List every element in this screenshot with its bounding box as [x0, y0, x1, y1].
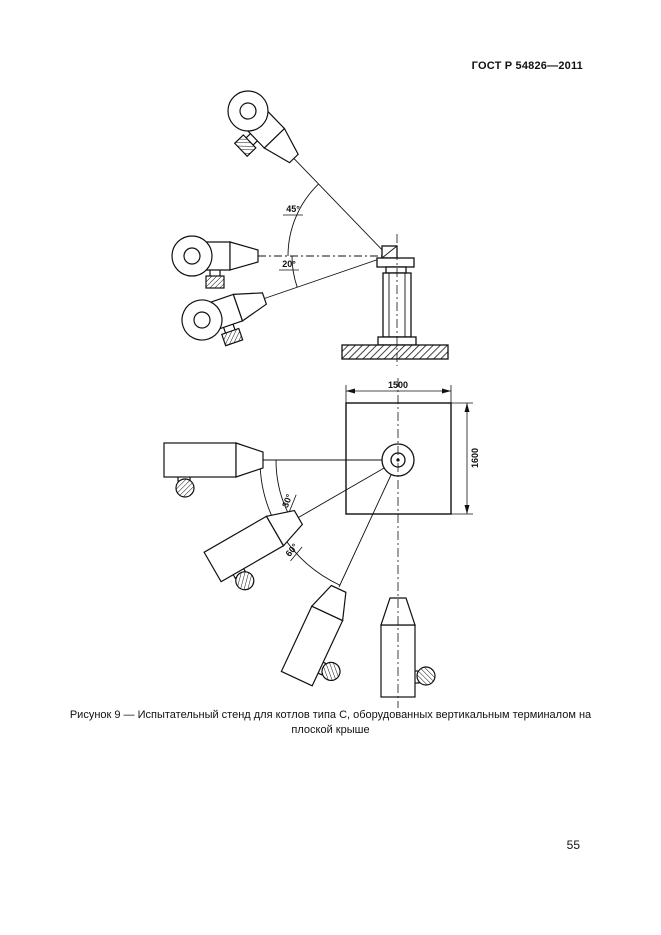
- svg-text:30°: 30°: [280, 492, 295, 509]
- fan-elevation-20deg: [175, 279, 276, 358]
- svg-text:20°: 20°: [282, 259, 296, 269]
- fan-plan-60deg: [280, 581, 373, 695]
- fan-elevation-45deg: [210, 82, 309, 182]
- fan-plan-90deg: [380, 597, 436, 698]
- plan-aim-line-60deg: [338, 474, 392, 588]
- elevation-view: 45° 20°: [171, 82, 449, 366]
- angle-label-45: 45°: [283, 204, 303, 216]
- svg-text:1600: 1600: [470, 448, 480, 468]
- angle-label-30: 30°: [280, 492, 297, 512]
- standard-number-header: ГОСТ Р 54826—2011: [471, 60, 583, 72]
- figure-caption: Рисунок 9 — Испытательный стенд для котл…: [69, 709, 592, 737]
- roof-outline-square: [345, 402, 452, 515]
- plan-view: 1500 1600 30°: [163, 378, 480, 708]
- fan-plan-30deg: [203, 502, 318, 600]
- flat-roof-slab: [341, 344, 449, 360]
- fan-elevation-horizontal: [171, 235, 259, 289]
- plan-aim-line-30deg: [298, 467, 385, 518]
- figure-caption-row: Рисунок 9 — Испытательный стенд для котл…: [0, 708, 661, 739]
- svg-text:60°: 60°: [283, 541, 300, 558]
- svg-text:45°: 45°: [286, 204, 300, 214]
- angle-label-60: 60°: [283, 541, 303, 562]
- dimension-1600: 1600: [451, 402, 480, 515]
- vertical-terminal: [376, 245, 417, 346]
- aim-line-lower: [264, 255, 389, 299]
- page-number: 55: [566, 838, 580, 852]
- dimension-1500: 1500: [345, 380, 452, 403]
- angle-label-20: 20°: [279, 259, 299, 271]
- aim-line-upper: [293, 158, 389, 257]
- fan-plan-0deg: [163, 442, 264, 498]
- angle-arc-45: [287, 183, 319, 257]
